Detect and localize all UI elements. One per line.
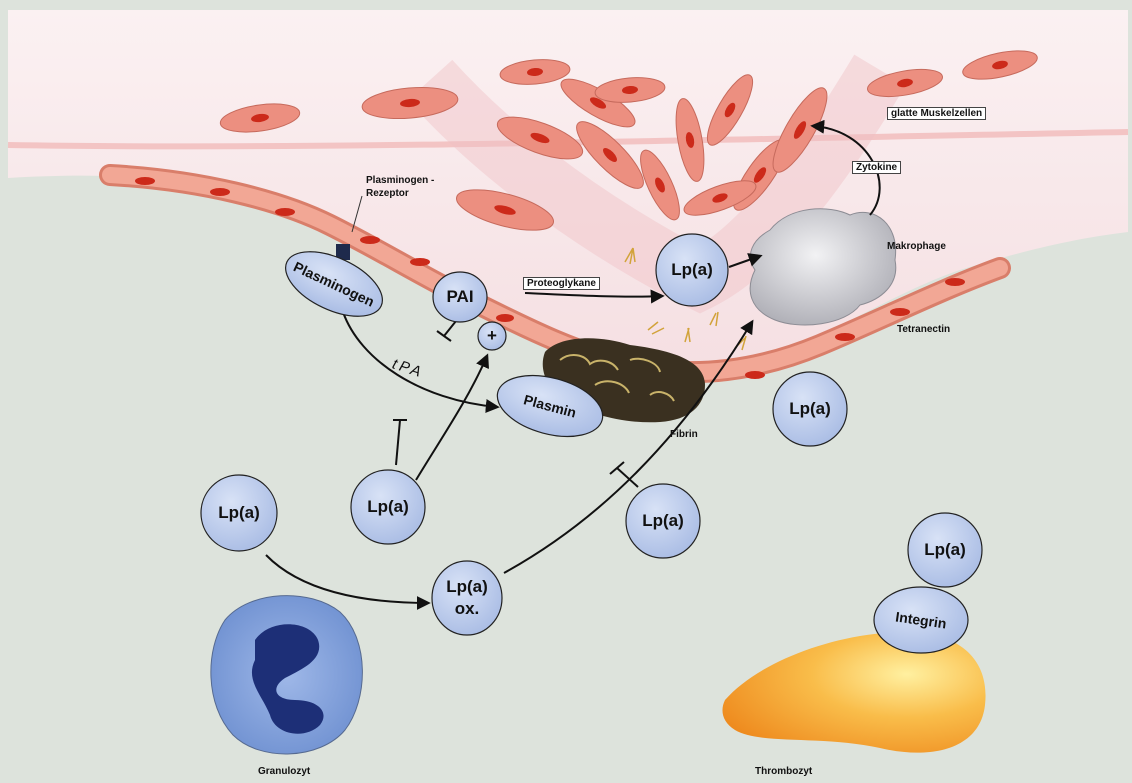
lpa-oxidized-node: Lp(a) — [446, 577, 488, 597]
macrophage-label: Makrophage — [887, 241, 946, 252]
fibrin-label: Fibrin — [670, 429, 698, 440]
proteoglycan-label: Proteoglykane — [523, 277, 600, 290]
pai-node: PAI — [446, 287, 473, 307]
thrombocyte-label: Thrombozyt — [755, 766, 812, 777]
lpa-platelet-node: Lp(a) — [924, 540, 966, 560]
lpa-wall-node: Lp(a) — [789, 399, 831, 419]
plasminogen-receptor-label: Plasminogen - Rezeptor — [366, 174, 434, 200]
lpa-right-node: Lp(a) — [642, 511, 684, 531]
lpa-center-node: Lp(a) — [367, 497, 409, 517]
tetranectin-label: Tetranectin — [897, 324, 950, 335]
granulocyte-cell — [211, 596, 363, 754]
lpa-oxidized-suffix: ox. — [455, 599, 480, 619]
plus-node: + — [487, 326, 497, 346]
cytokine-label: Zytokine — [852, 161, 901, 174]
lpa-proteoglycan-node: Lp(a) — [671, 260, 713, 280]
smooth-muscle-label: glatte Muskelzellen — [887, 107, 986, 120]
granulocyte-label: Granulozyt — [258, 766, 310, 777]
lpa-left-node: Lp(a) — [218, 503, 260, 523]
lpa-oxidized-shape — [432, 561, 502, 635]
